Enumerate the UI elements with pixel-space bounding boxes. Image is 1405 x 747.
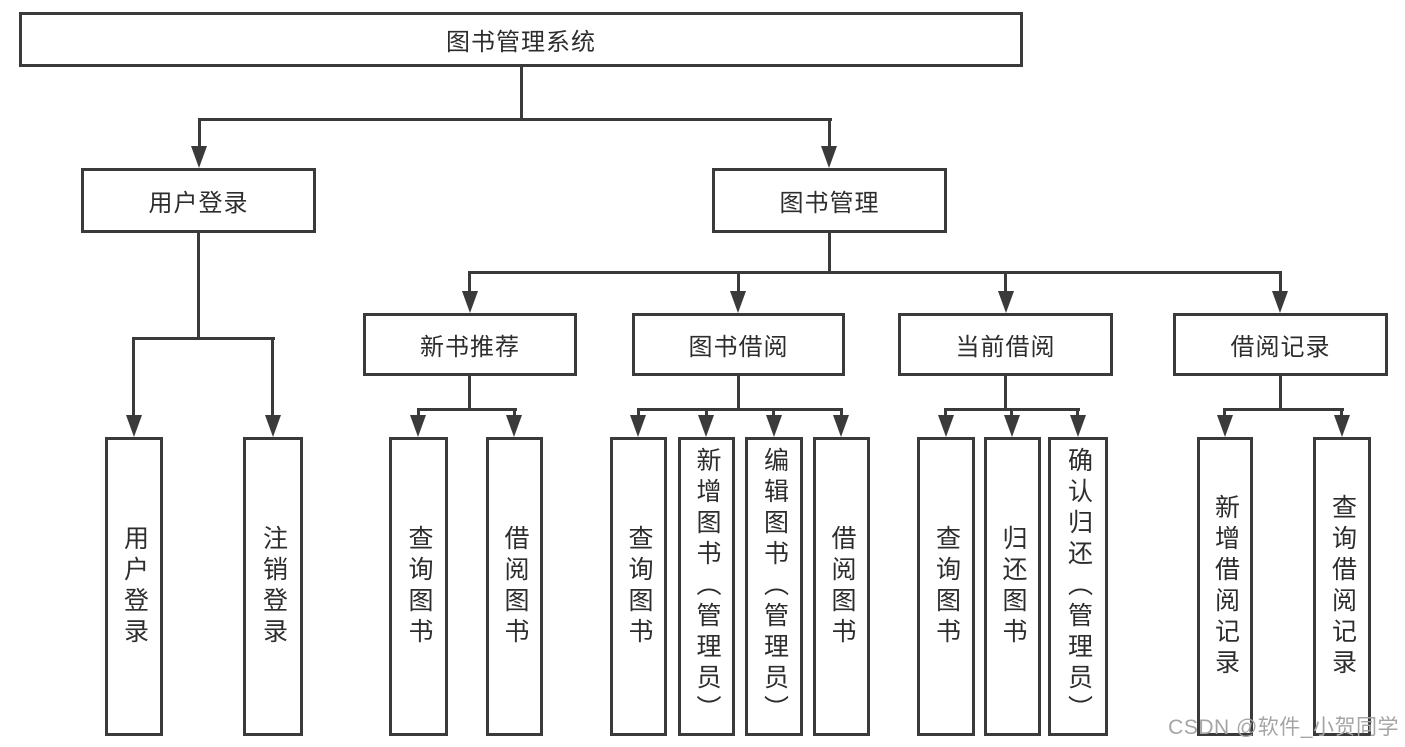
leaf-recommend-query-books: 查询图书 <box>389 437 448 736</box>
leaf-records-query-record: 查询借阅记录 <box>1313 437 1371 736</box>
down-arrowhead-icon <box>1004 415 1020 437</box>
connector-stub <box>1340 408 1343 420</box>
connector-newbook-horizontal <box>417 408 517 411</box>
connector-records-horizontal <box>1223 408 1344 411</box>
leaf-current-return-books: 归还图书 <box>984 437 1041 736</box>
connector-stub-new-book <box>468 271 471 295</box>
leaf-current-confirm-return-admin-label: 确认归还（管理员） <box>1064 447 1093 726</box>
connector-bookborrow-vertical <box>737 376 740 411</box>
connector-records-vertical <box>1279 376 1282 411</box>
down-arrowhead-icon <box>1272 291 1288 313</box>
csdn-watermark: CSDN @软件_小贺同学 <box>1168 716 1399 739</box>
connector-stub <box>417 408 420 420</box>
connector-user-branch-vertical <box>197 233 200 340</box>
leaf-recommend-query-books-label: 查询图书 <box>405 524 433 649</box>
leaf-logout-login: 注销登录 <box>243 437 303 736</box>
connector-stub-book-borrow <box>737 271 740 295</box>
leaf-borrow-add-books-admin-label: 新增图书（管理员） <box>693 447 721 726</box>
down-arrowhead-icon <box>462 291 478 313</box>
connector-newbook-vertical <box>468 376 471 411</box>
node-new-book-recommend: 新书推荐 <box>363 313 577 376</box>
down-arrowhead-icon <box>265 415 281 437</box>
connector-stub <box>1010 408 1013 420</box>
leaf-current-query-books-label: 查询图书 <box>932 524 961 649</box>
connector-bookborrow-horizontal <box>637 408 843 411</box>
leaf-user-login-label: 用户登录 <box>120 524 149 649</box>
connector-stub <box>772 408 775 420</box>
leaf-borrow-query-books-label: 查询图书 <box>625 524 653 649</box>
node-root-library-system: 图书管理系统 <box>19 12 1023 67</box>
connector-stub <box>637 408 640 420</box>
connector-stub-book-management <box>828 118 831 150</box>
connector-level2-horizontal <box>198 118 832 121</box>
leaf-records-query-record-label: 查询借阅记录 <box>1328 493 1357 680</box>
leaf-current-return-books-label: 归还图书 <box>999 524 1027 649</box>
connector-user-branch-horizontal <box>132 337 275 340</box>
down-arrowhead-icon <box>410 415 426 437</box>
leaf-borrow-add-books-admin: 新增图书（管理员） <box>678 437 735 736</box>
leaf-recommend-borrow-books-label: 借阅图书 <box>501 524 529 649</box>
connector-stub-user-login <box>198 118 201 150</box>
connector-stub-leaf-logout <box>271 337 274 417</box>
down-arrowhead-icon <box>191 146 207 168</box>
down-arrowhead-icon <box>998 291 1014 313</box>
leaf-records-add-record-label: 新增借阅记录 <box>1211 493 1240 680</box>
connector-mgmt-branch-vertical <box>828 233 831 274</box>
down-arrowhead-icon <box>1070 415 1086 437</box>
node-book-management: 图书管理 <box>712 168 947 233</box>
leaf-recommend-borrow-books: 借阅图书 <box>486 437 543 736</box>
connector-stub <box>944 408 947 420</box>
connector-stub-leaf-user-login <box>132 337 135 417</box>
down-arrowhead-icon <box>821 146 837 168</box>
node-user-login: 用户登录 <box>81 168 316 233</box>
connector-stub <box>840 408 843 420</box>
down-arrowhead-icon <box>506 415 522 437</box>
down-arrowhead-icon <box>730 291 746 313</box>
down-arrowhead-icon <box>833 415 849 437</box>
down-arrowhead-icon <box>766 415 782 437</box>
leaf-current-confirm-return-admin: 确认归还（管理员） <box>1048 437 1108 736</box>
leaf-borrow-borrow-books-label: 借阅图书 <box>828 524 856 649</box>
node-current-borrow: 当前借阅 <box>898 313 1113 376</box>
leaf-borrow-edit-books-admin-label: 编辑图书（管理员） <box>760 447 789 726</box>
leaf-borrow-edit-books-admin: 编辑图书（管理员） <box>745 437 803 736</box>
connector-stub-current-borrow <box>1004 271 1007 295</box>
leaf-user-login: 用户登录 <box>105 437 163 736</box>
down-arrowhead-icon <box>698 415 714 437</box>
down-arrowhead-icon <box>938 415 954 437</box>
leaf-borrow-query-books: 查询图书 <box>610 437 667 736</box>
connector-root-vertical <box>520 67 523 120</box>
down-arrowhead-icon <box>630 415 646 437</box>
down-arrowhead-icon <box>1334 415 1350 437</box>
leaf-current-query-books: 查询图书 <box>917 437 975 736</box>
leaf-borrow-borrow-books: 借阅图书 <box>813 437 870 736</box>
connector-stub <box>1076 408 1079 420</box>
leaf-records-add-record: 新增借阅记录 <box>1197 437 1253 736</box>
leaf-logout-login-label: 注销登录 <box>259 524 288 649</box>
node-book-borrow: 图书借阅 <box>632 313 845 376</box>
down-arrowhead-icon <box>1217 415 1233 437</box>
down-arrowhead-icon <box>126 415 142 437</box>
connector-stub-borrow-records <box>1279 271 1282 295</box>
connector-currentborrow-vertical <box>1004 376 1007 411</box>
node-borrow-records: 借阅记录 <box>1173 313 1388 376</box>
connector-stub <box>513 408 516 420</box>
connector-stub <box>705 408 708 420</box>
connector-level3-horizontal <box>468 271 1282 274</box>
connector-stub <box>1223 408 1226 420</box>
